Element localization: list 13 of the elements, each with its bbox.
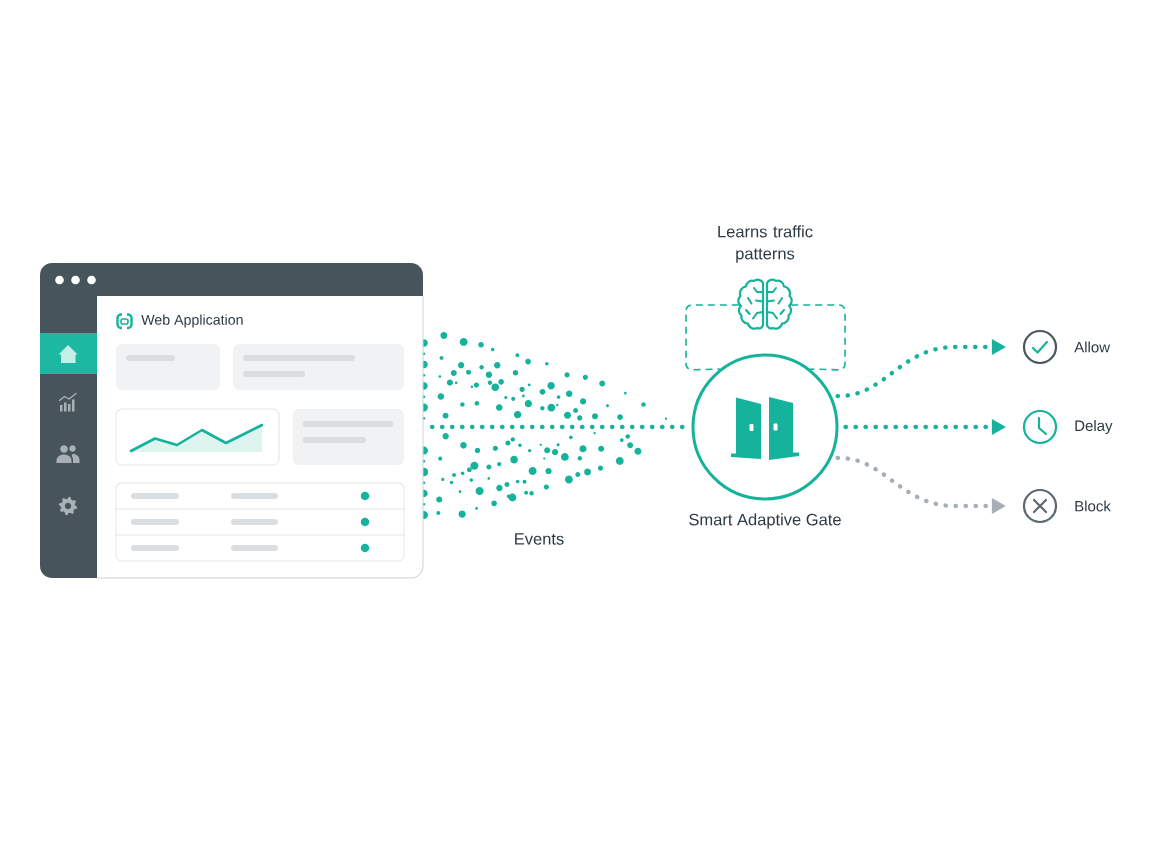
node-label: Learns traffic patterns [718, 225, 813, 263]
dotted-arrow [835, 339, 1006, 399]
outcome-label: Allow [1074, 341, 1111, 353]
window-title: Web Application [141, 314, 243, 328]
outcome-label: Block [1075, 500, 1111, 512]
dotted-arrow [835, 455, 1006, 514]
stream-caption: Events [515, 533, 564, 545]
outcome-label: Delay [1075, 420, 1113, 434]
dotted-arrow [843, 419, 1006, 435]
node-label: Smart Adaptive Gate [689, 513, 841, 529]
dashed-line [790, 304, 846, 371]
dotted-line [429, 424, 686, 430]
dashed-line [685, 304, 740, 371]
